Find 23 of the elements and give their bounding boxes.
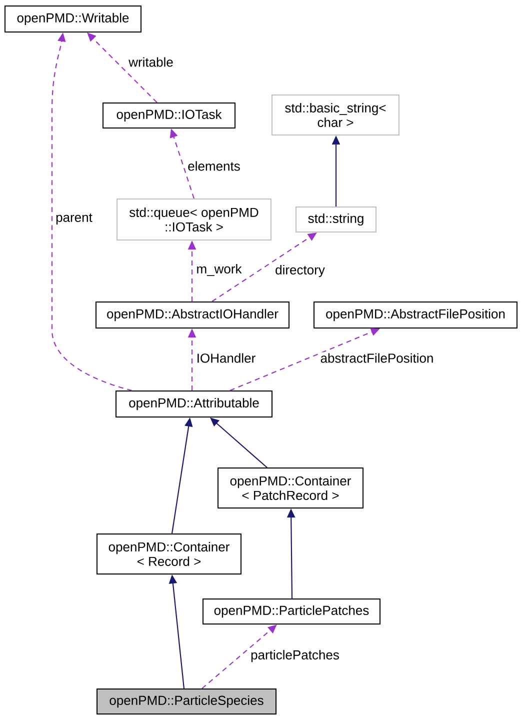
class-box: openPMD::Writable xyxy=(4,6,142,32)
edge-label: parent xyxy=(54,212,94,226)
edge-label: abstractFilePosition xyxy=(319,352,435,364)
class-box: openPMD::IOTask xyxy=(102,102,236,128)
edge-label: directory xyxy=(274,264,326,278)
class-box: std::string xyxy=(296,206,376,232)
class-box: std::queue< openPMD ::IOTask > xyxy=(116,198,272,240)
edge-label: IOHandler xyxy=(195,352,257,364)
dashed-arrow xyxy=(87,32,158,103)
edge-label: m_work xyxy=(195,263,243,277)
edge-label: particlePatches xyxy=(250,648,340,664)
class-box: openPMD::AbstractFilePosition xyxy=(314,302,518,328)
arrow xyxy=(210,418,268,468)
class-box: openPMD::Attributable xyxy=(116,390,272,418)
class-box: std::basic_string< char > xyxy=(272,94,400,136)
class-box: openPMD::AbstractIOHandler xyxy=(96,302,290,328)
class-box: openPMD::Container < Record > xyxy=(96,534,242,574)
edge-label: elements xyxy=(186,160,242,172)
class-box: openPMD::Container < PatchRecord > xyxy=(218,468,364,508)
edge-label: writable xyxy=(128,56,174,68)
dashed-arrow xyxy=(202,624,277,689)
class-box: openPMD::ParticlePatches xyxy=(202,598,380,624)
class-box: openPMD::ParticleSpecies xyxy=(96,688,276,714)
